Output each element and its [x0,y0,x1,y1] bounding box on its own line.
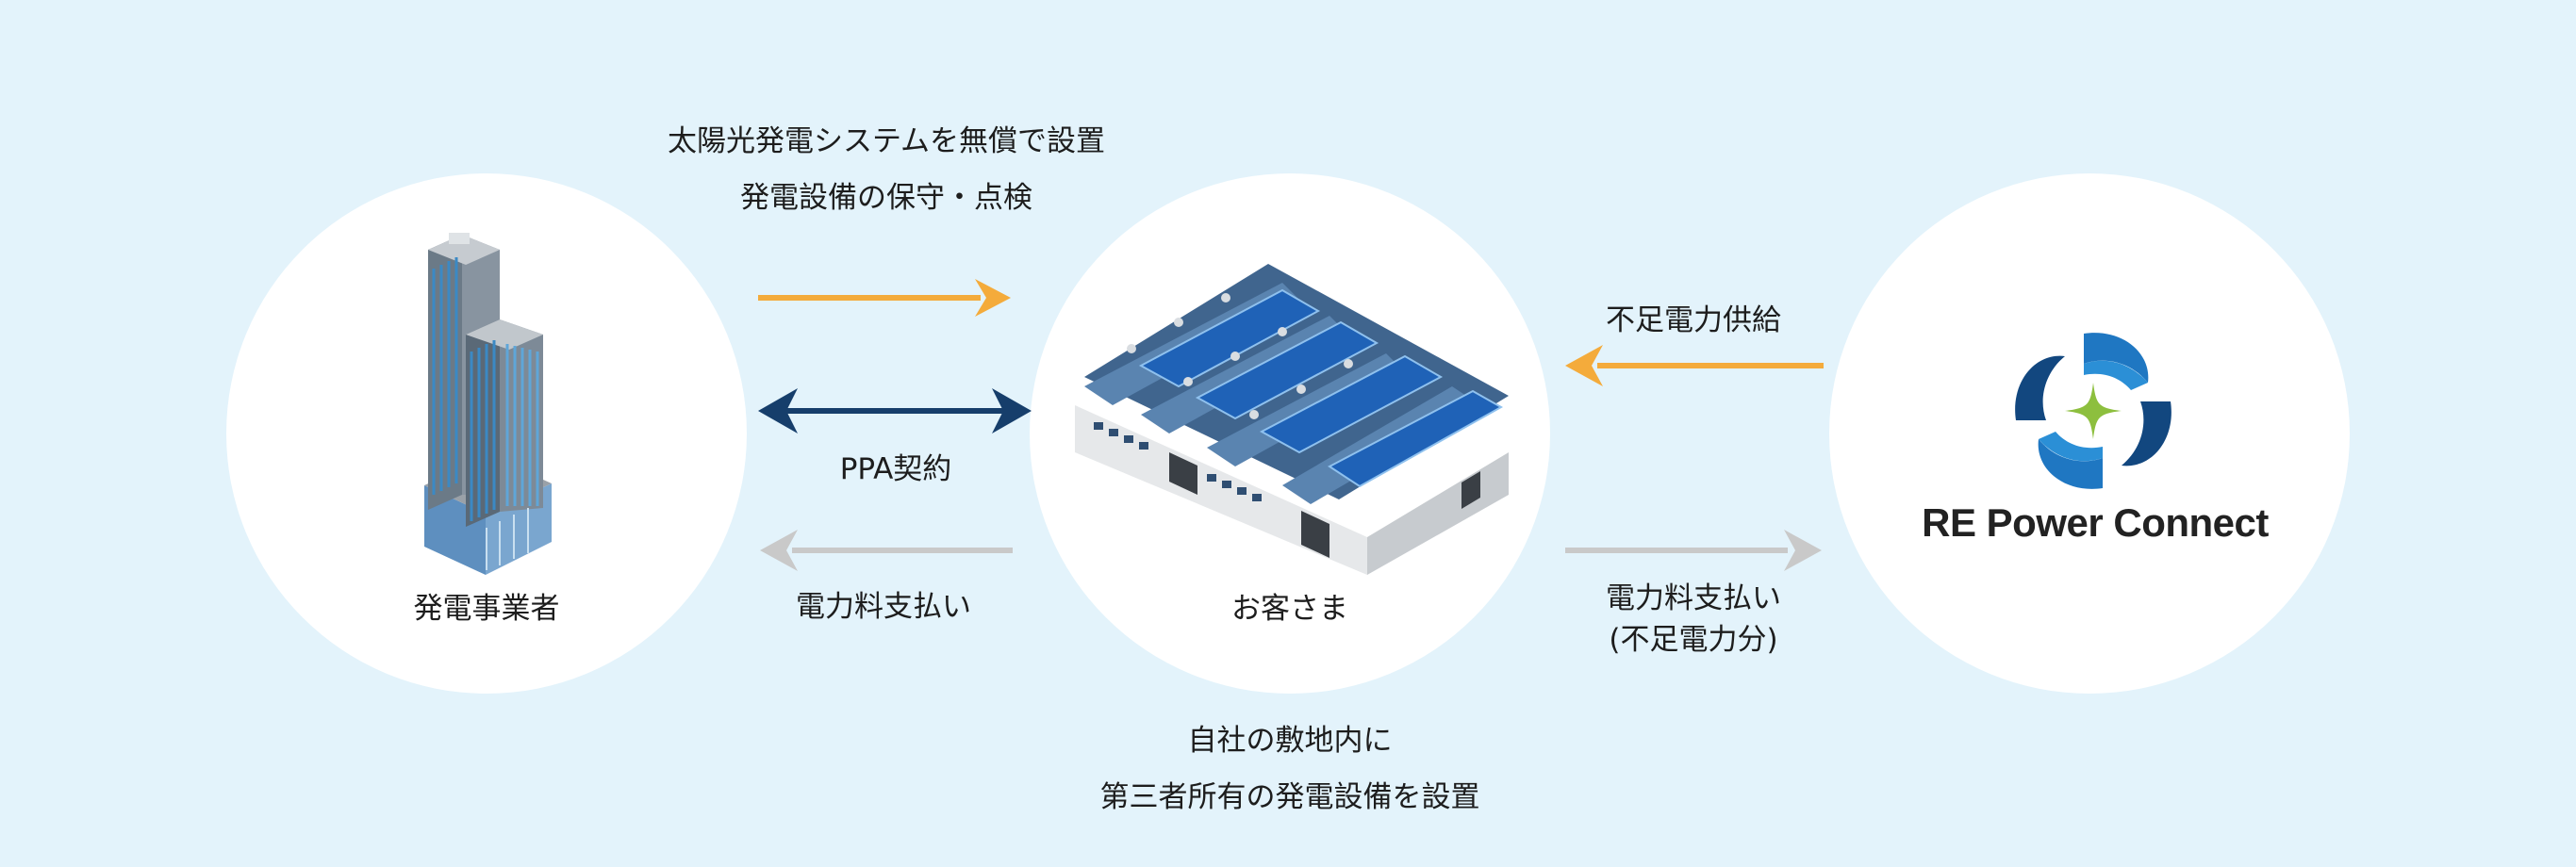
install-label: 太陽光発電システムを無償で設置 発電設備の保守・点検 [668,113,1105,226]
payment-retailer-label: 電力料支払い (不足電力分) [1606,578,1781,661]
payment-retailer-label-line2: (不足電力分) [1609,623,1778,657]
install-label-line2: 発電設備の保守・点検 [739,181,1032,215]
generator-label: 発電事業者 [413,592,560,626]
payment-retailer-arrow [1565,530,1822,571]
ppa-contract-label: PPA契約 [839,452,952,486]
re-power-connect-logo-icon [2015,333,2171,489]
retailer-circle [1829,173,2350,694]
install-label-line1: 太陽光発電システムを無償で設置 [667,124,1106,158]
onsite-label-line1: 自社の敷地内に [1187,724,1393,758]
shortage-supply-arrow [1565,345,1824,386]
shortage-supply-label: 不足電力供給 [1606,303,1781,337]
onsite-label-line2: 第三者所有の発電設備を設置 [1099,780,1480,814]
customer-label: お客さま [1231,592,1348,626]
install-arrow [758,279,1011,317]
factory-illustration [1075,264,1509,575]
onsite-label: 自社の敷地内に 第三者所有の発電設備を設置 [1100,712,1480,826]
skyscraper-illustration [424,233,552,575]
payment-generator-label: 電力料支払い [796,590,971,624]
ppa-contract-arrow [758,388,1032,434]
re-power-connect-logo: RE Power Connect [1922,500,2269,545]
payment-generator-arrow [760,530,1013,571]
payment-retailer-label-line1: 電力料支払い [1606,581,1781,615]
